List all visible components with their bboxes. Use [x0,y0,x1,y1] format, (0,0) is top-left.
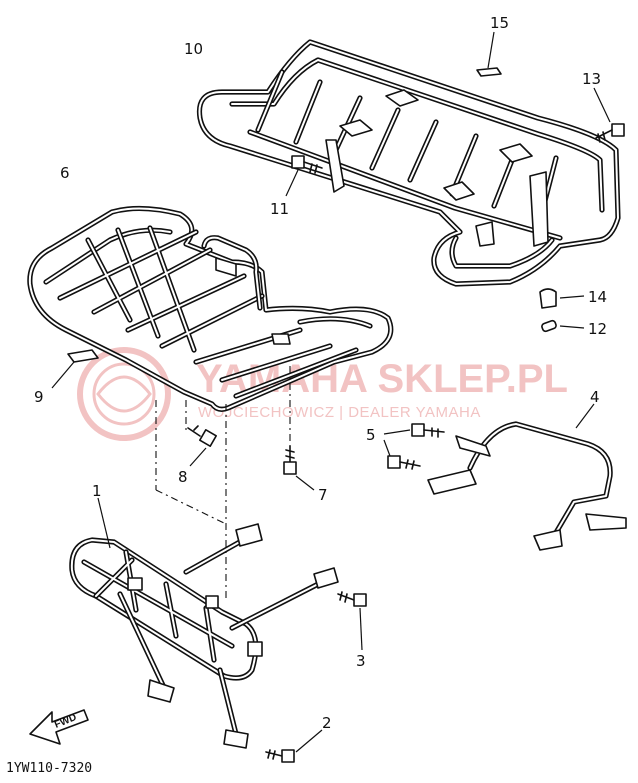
callout-9: 9 [34,388,44,406]
callout-13: 13 [582,70,601,88]
callout-1: 1 [92,482,102,500]
part-13-bolt [593,87,625,143]
callout-15: 15 [490,14,509,32]
part-15-plate [476,67,502,77]
callout-11: 11 [270,200,289,218]
part-2-bolt [265,729,323,763]
part-3-bolt [337,591,367,651]
callout-3: 3 [356,652,366,670]
watermark-subtitle: WOJCIECHOWICZ | DEALER YAMAHA [198,404,481,421]
callout-7: 7 [318,486,328,504]
alignment-line [155,489,227,525]
callout-14: 14 [588,288,607,306]
callout-4: 4 [590,388,600,406]
front-carrier [27,205,394,412]
part-11-bolt [285,155,323,197]
part-1-guard [69,497,339,749]
callout-12: 12 [588,320,607,338]
callout-8: 8 [178,468,188,486]
callout-10: 10 [184,40,203,58]
part-8-bolt [185,400,217,467]
part-14-clip [539,288,585,309]
part-7-bolt [283,366,315,491]
callout-5: 5 [366,426,376,444]
diagram-code: 1YW110-7320 [6,761,92,776]
fwd-arrow-icon: FWD [29,709,89,745]
callout-2: 2 [322,714,332,732]
callout-6: 6 [60,164,70,182]
part-9-plate [67,349,99,363]
watermark-title: YAMAHA SKLEP.PL [196,357,568,401]
part-5-bolts [383,423,445,470]
part-4-bracket [427,403,627,551]
rear-carrier [196,39,621,287]
part-12-collar [541,319,585,333]
